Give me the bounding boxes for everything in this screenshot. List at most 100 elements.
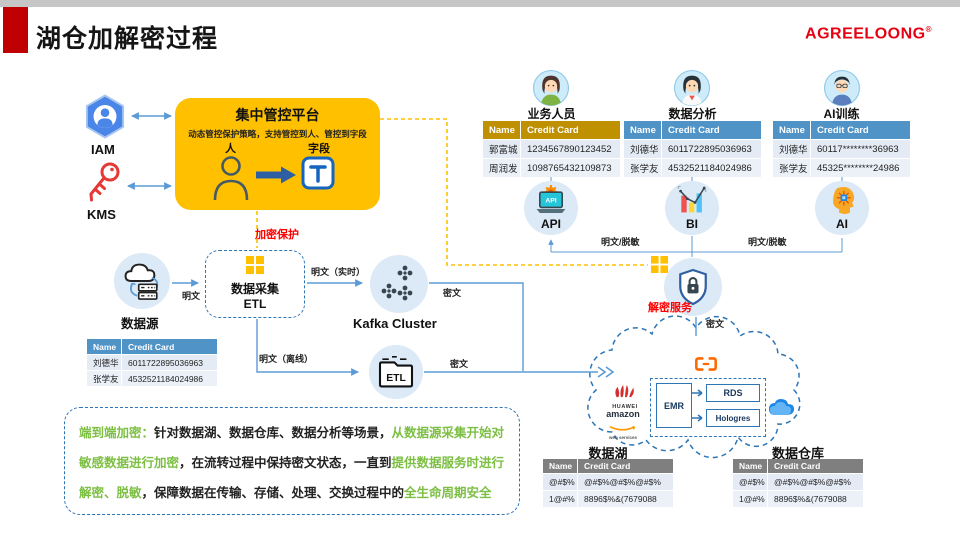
control-platform-panel: 集中管控平台 动态管控保护策略，支持管控到人、管控到字段 人 字段	[175, 98, 380, 210]
emr-box: EMR	[656, 383, 692, 428]
col-header: Credit Card	[122, 339, 217, 354]
datasource-node	[114, 253, 170, 309]
persona-label-business: 业务人员	[527, 107, 576, 121]
cell: 张学友	[624, 159, 662, 177]
bi-label: BI	[686, 217, 698, 231]
hologres-box: Hologres	[706, 409, 760, 427]
summary-segment: 针对数据湖、数据仓库、数据分析等场景，	[154, 426, 392, 440]
cell: 郭富城	[483, 140, 521, 158]
grid-icon-decrypt	[651, 256, 668, 278]
cell: 8896$%&(7679088	[578, 491, 673, 507]
cipher-label-kafka: 密文	[443, 288, 462, 298]
api-label: API	[540, 217, 561, 231]
datasource-label: 数据源	[121, 317, 159, 331]
cipher-label-etl: 密文	[450, 359, 469, 369]
col-header: Name	[733, 459, 768, 473]
cell: 4532521184024986	[662, 159, 761, 177]
kafka-node	[370, 255, 428, 313]
col-header: Name	[483, 121, 521, 139]
plain-label: 明文	[182, 291, 201, 301]
kafka-label: Kafka Cluster	[353, 316, 437, 331]
cipher-label-decrypt: 密文	[706, 319, 725, 329]
data-warehouse-table: Name Credit Card @#$%@#$%@#$%@#$% 1@#%88…	[733, 459, 863, 508]
summary-segment: 提供数据服务时进行解密、脱敏	[79, 456, 505, 500]
etl-offline-node: ETL	[369, 345, 423, 399]
etlbox-offline-line	[256, 319, 359, 376]
emr-arrows	[692, 389, 703, 422]
cell: 周润发	[483, 159, 521, 177]
cloud-server-icon	[124, 263, 159, 300]
encrypt-protect-label: 加密保护	[255, 229, 299, 241]
col-header: Credit Card	[521, 121, 620, 139]
data-warehouse-label: 数据仓库	[771, 446, 824, 461]
rds-box: RDS	[706, 384, 760, 402]
cell: 6011722895036963	[662, 140, 761, 158]
data-lake-table: Name Credit Card @#$%@#$%@#$%@#$% 1@#%88…	[543, 459, 673, 508]
cell: 1@#%	[543, 491, 578, 507]
data-lake-label: 数据湖	[588, 446, 628, 461]
cell: 1234567890123452	[521, 140, 620, 158]
col-header: Name	[624, 121, 662, 139]
cell: 6011722895036963	[122, 355, 217, 370]
ai-node: AI	[815, 181, 869, 235]
cell: 4532521184024986	[122, 371, 217, 386]
etl-collect-line1: 数据采集	[230, 282, 279, 296]
business-avatar	[532, 69, 570, 112]
summary-segment: 全生命周期安全	[404, 486, 492, 500]
summary-segment: ，保障数据在传输、存储、处理、交换过程中的	[141, 486, 405, 500]
plain-masked-label-2: 明文/脱敏	[748, 237, 787, 247]
registered-mark: ®	[925, 25, 932, 34]
summary-segment: 从数据源采集开始对敏感数据进行加密	[79, 426, 505, 470]
col-header: Credit Card	[662, 121, 761, 139]
kafka-cipher-line	[429, 282, 524, 371]
cell: @#$%	[733, 474, 768, 490]
summary-segment: ，在流转过程中保持密文状态，一直到	[179, 456, 392, 470]
bi-node: BI	[665, 181, 719, 235]
cluster-group-frame	[650, 378, 766, 437]
alibaba-cloud-icon	[694, 356, 718, 377]
col-header: Name	[773, 121, 811, 139]
plain-offline-label: 明文（离线）	[259, 354, 314, 364]
control-line-to-decrypt	[380, 118, 648, 266]
field-type-icon	[301, 156, 335, 195]
platform-subtitle: 动态管控保护策略，支持管控到人、管控到字段	[188, 129, 367, 139]
col-header: Credit Card	[768, 459, 863, 473]
col-header: Credit Card	[811, 121, 910, 139]
huawei-text: HUAWEI	[612, 404, 638, 410]
bi-chart-icon	[677, 185, 707, 213]
ai-head-icon	[833, 186, 855, 215]
etl-folder-icon: ETL	[378, 356, 414, 388]
person-label: 人	[225, 143, 236, 155]
cell: @#$%	[543, 474, 578, 490]
iam-label: IAM	[91, 142, 115, 157]
top-rule	[0, 0, 960, 7]
ai-trainer-avatar	[823, 69, 861, 112]
kms-label: KMS	[87, 207, 116, 222]
summary-callout: 端到端加密：针对数据湖、数据仓库、数据分析等场景，从数据源采集开始对敏感数据进行…	[64, 407, 520, 515]
cell: 60117********36963	[811, 140, 910, 158]
ai-label: AI	[836, 217, 848, 231]
etl-collect-line2: ETL	[243, 297, 267, 311]
summary-segment: 端到端加密：	[79, 426, 155, 440]
decrypt-service-node	[664, 258, 722, 316]
col-header: Name	[543, 459, 578, 473]
shield-lock-icon	[679, 268, 707, 306]
brand-logo-text: AGREELOONG	[805, 25, 926, 43]
analyst-avatar	[673, 69, 711, 112]
field-label: 字段	[308, 143, 330, 155]
platform-title: 集中管控平台	[235, 107, 320, 123]
cell: 8896$%&(7679088	[768, 491, 863, 507]
cell: @#$%@#$%@#$%	[768, 474, 863, 490]
api-node: API API	[524, 181, 578, 235]
col-header: Name	[87, 339, 122, 354]
tencent-cloud-icon	[766, 397, 796, 423]
cell: 刘德华	[624, 140, 662, 158]
col-header: Credit Card	[578, 459, 673, 473]
decrypt-service-label: 解密服务	[648, 302, 692, 314]
cell: 1098765432109873	[521, 159, 620, 177]
cell: @#$%@#$%@#$%	[578, 474, 673, 490]
plain-masked-label-1: 明文/脱敏	[601, 237, 640, 247]
